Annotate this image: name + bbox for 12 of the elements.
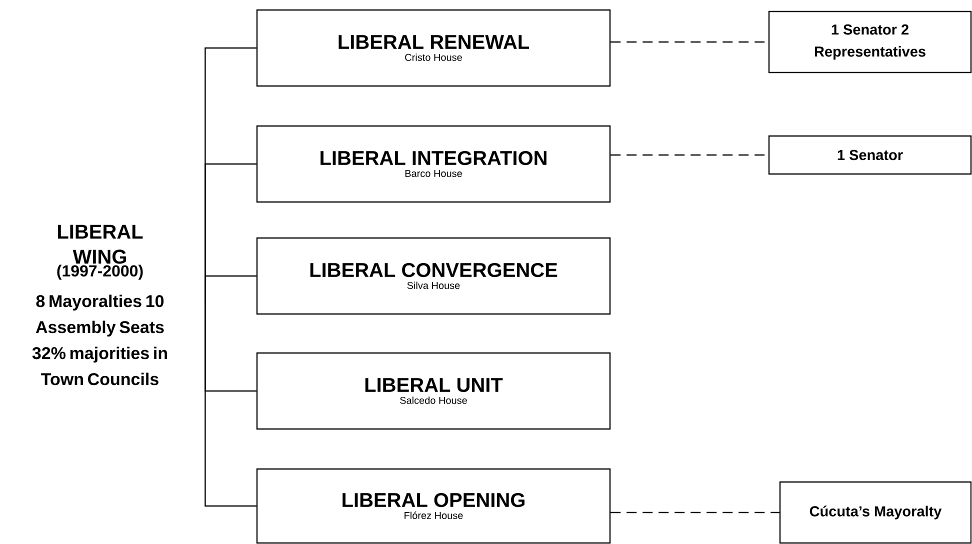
faction-box: LIBERAL OPENING Flórez House <box>256 468 611 544</box>
faction-box: LIBERAL INTEGRATION Barco House <box>256 125 611 203</box>
faction-box: LIBERAL UNIT Salcedo House <box>256 352 611 430</box>
wing-summary-text: LIBERAL WING (1997-2000) 8 Mayoralties 10 Assembly Seats 32% majorities in Town Councils <box>32 224 167 386</box>
result-box: 1 Senator <box>768 135 972 175</box>
tree-connector <box>204 305 256 507</box>
result-box: 1 Senator 2 Representatives <box>768 10 972 74</box>
dashed-connector <box>610 512 780 514</box>
result-box: Cúcuta’s Mayoralty <box>779 481 972 544</box>
faction-box: LIBERAL RENEWAL Cristo House <box>256 9 611 87</box>
faction-box: LIBERAL CONVERGENCE Silva House <box>256 237 611 315</box>
tree-connector <box>204 275 256 305</box>
